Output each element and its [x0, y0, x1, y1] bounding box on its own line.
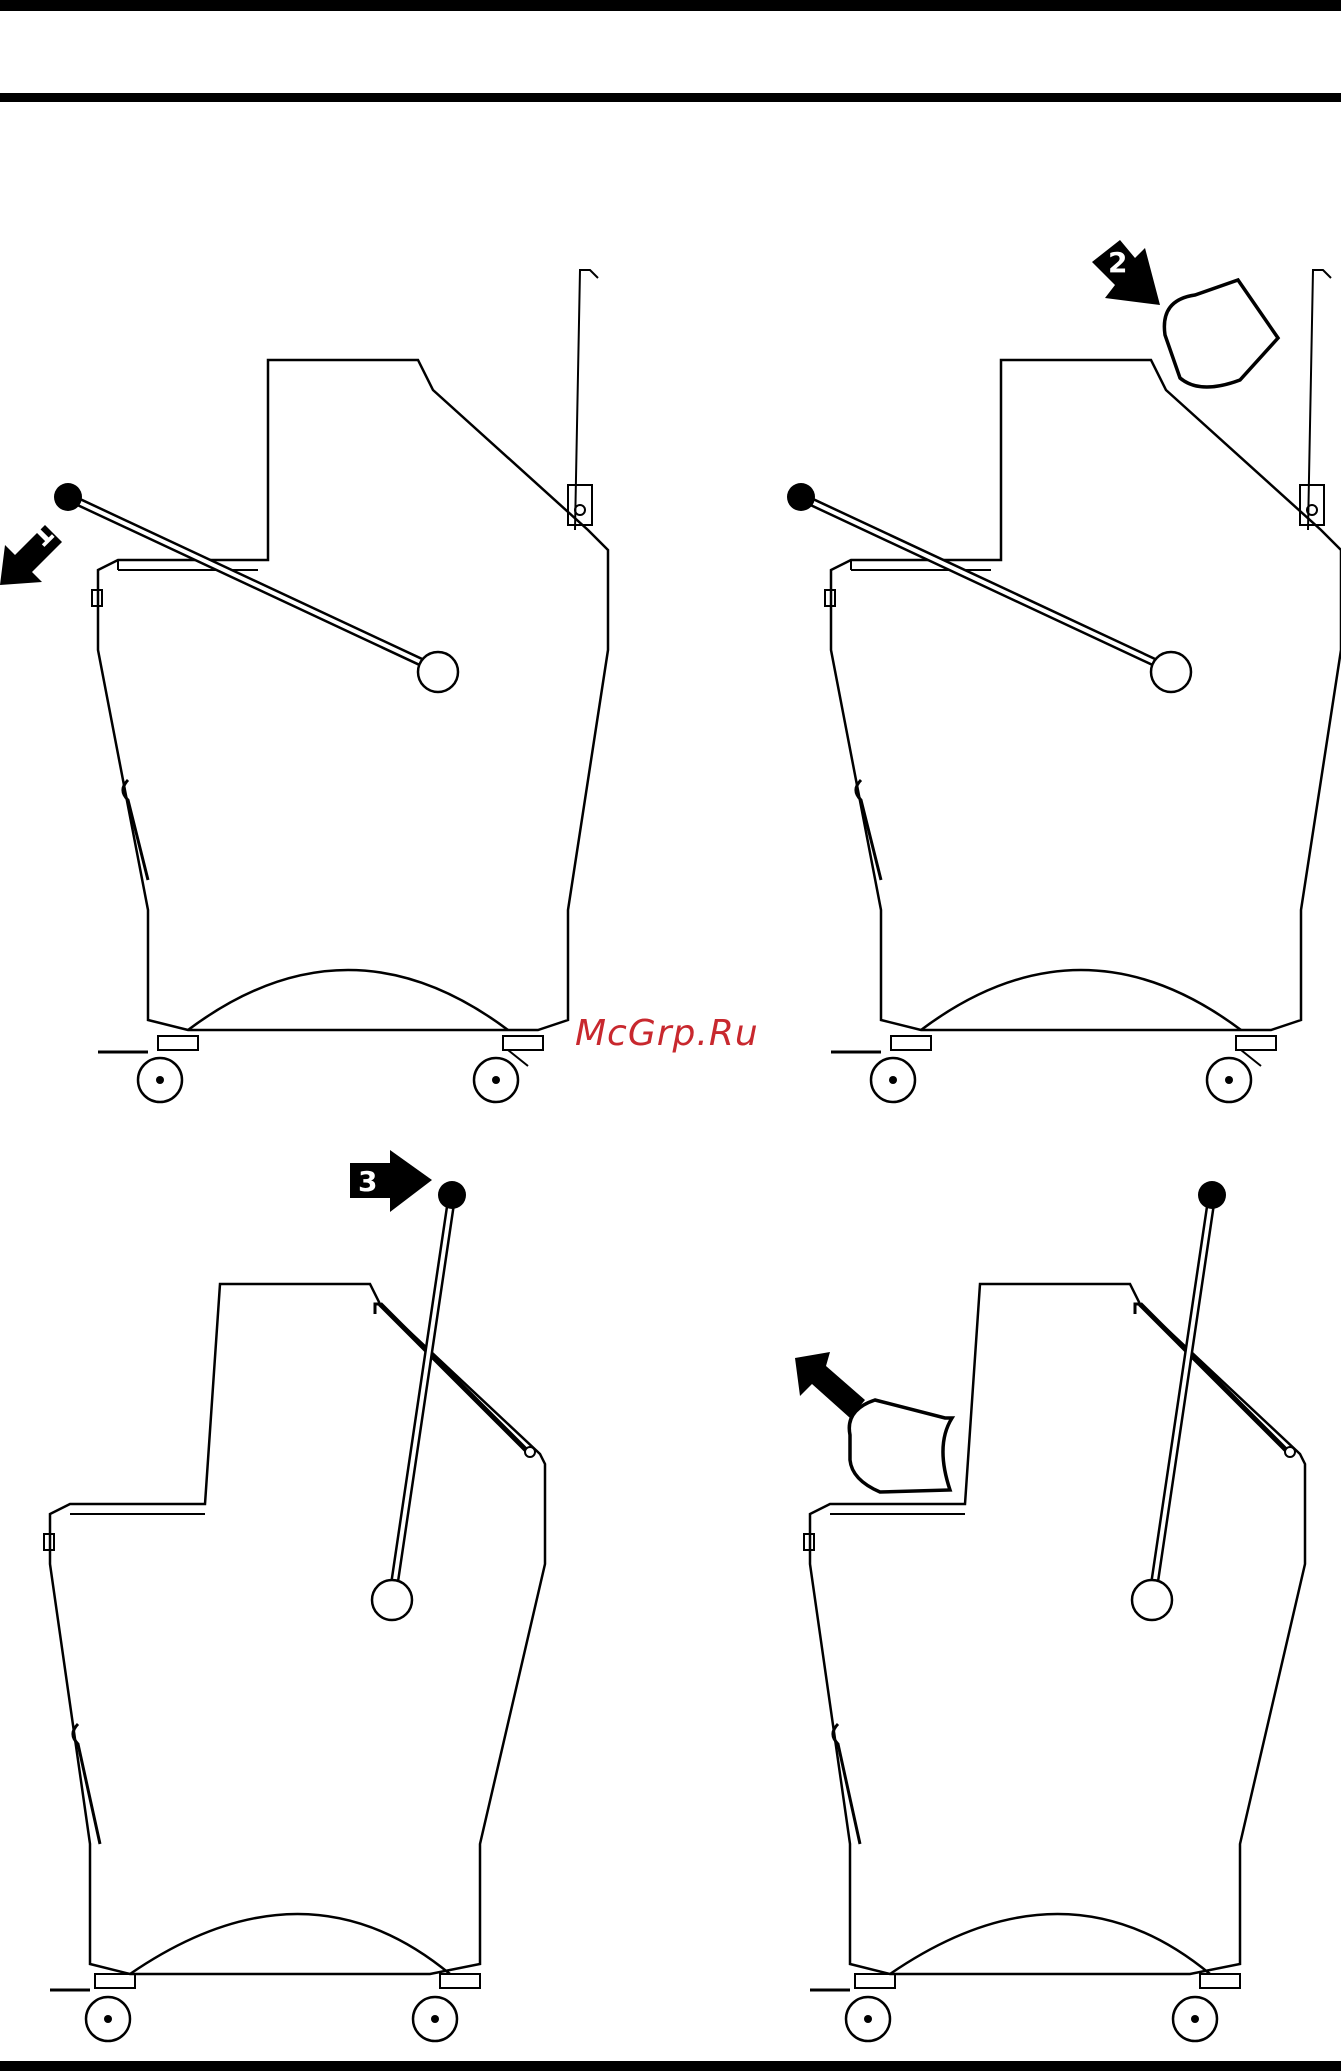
panel-step-3: 3	[44, 1150, 545, 2041]
panel-step-4	[795, 1181, 1305, 2041]
arrow-back-icon	[795, 1352, 865, 1418]
lever-knob	[54, 483, 82, 511]
rail-hook	[575, 270, 598, 530]
lever-pivot	[418, 652, 458, 692]
watermark: McGrp.Ru	[575, 1013, 759, 1054]
hand-icon	[1164, 280, 1278, 387]
arrow-step-3-icon: 3	[350, 1150, 432, 1212]
hand-icon	[849, 1400, 952, 1492]
step-3-label: 3	[358, 1165, 377, 1198]
step-2-label: 2	[1108, 246, 1127, 279]
arrow-step-1-icon: 1	[0, 517, 62, 585]
panel-step-2: 2	[787, 240, 1341, 1102]
arrow-step-2-icon: 2	[1092, 240, 1160, 305]
panel-step-1: 1	[0, 270, 608, 1102]
